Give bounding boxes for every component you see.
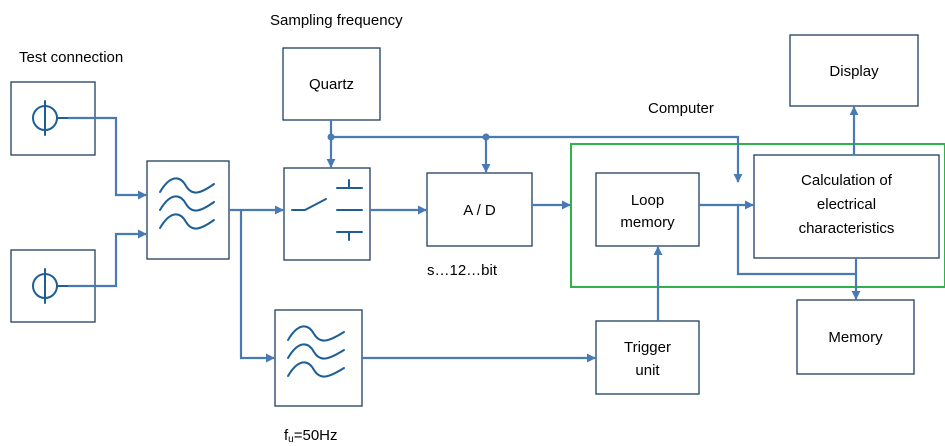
trigger-unit-block: Trigger unit [595, 320, 700, 395]
loop-memory-label-1: Loop [631, 192, 664, 209]
sample-hold-block [283, 167, 371, 261]
input-filter-bank [146, 160, 230, 260]
trigger-unit-label-1: Trigger [624, 339, 671, 356]
calculation-label-3: characteristics [799, 220, 895, 237]
calculation-block: Calculation of electrical characteristic… [753, 154, 940, 259]
adc-resolution-label: s…12…bit [427, 262, 498, 279]
junction-dot-quartz [327, 133, 335, 141]
adc-block: A / D [426, 172, 533, 247]
display-label: Display [829, 63, 879, 80]
computer-frame [570, 143, 945, 288]
wire-filter-to-lowpass [239, 210, 275, 363]
quartz-label: Quartz [309, 76, 354, 93]
adc-label: A / D [463, 202, 496, 219]
junction-dot-adc [482, 133, 490, 141]
quartz-block: Quartz [282, 47, 381, 121]
wire-input-bottom-to-filter [68, 229, 147, 288]
wire-input-top-to-filter [68, 116, 147, 200]
test-connection-label: Test connection [19, 49, 123, 66]
loop-memory-block: Loop memory [595, 172, 700, 247]
memory-block: Memory [796, 299, 915, 375]
calculation-label-1: Calculation of [801, 172, 893, 189]
calculation-label-2: electrical [817, 196, 876, 213]
display-block: Display [789, 34, 919, 107]
trigger-unit-label-2: unit [635, 362, 660, 379]
memory-label: Memory [828, 329, 883, 346]
wire-clock-bus [331, 135, 743, 183]
computer-label: Computer [648, 100, 714, 117]
filter-cutoff-label: fu=50Hz [284, 427, 338, 445]
lowpass-filter-block [274, 309, 363, 407]
sampling-frequency-label: Sampling frequency [270, 12, 403, 29]
wire-loop-memory-to-memory [736, 205, 856, 276]
loop-memory-label-2: memory [620, 214, 675, 231]
